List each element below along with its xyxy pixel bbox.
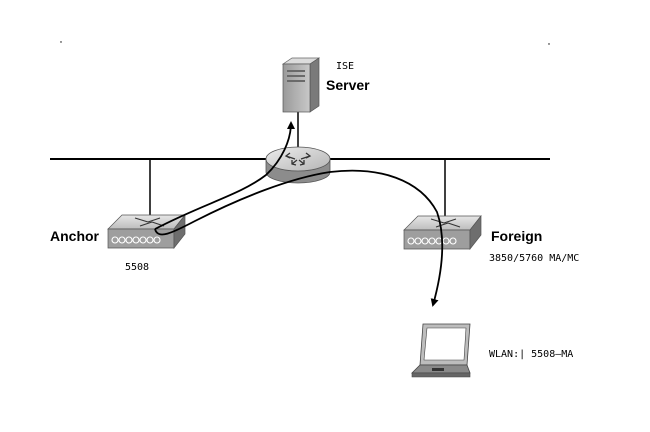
anchor-switch-icon bbox=[107, 213, 186, 250]
foreign-switch-icon bbox=[403, 214, 482, 251]
edge-mark bbox=[548, 43, 550, 45]
server-icon bbox=[281, 57, 321, 113]
foreign-label: Foreign bbox=[491, 228, 543, 244]
foreign-model-label: 3850/5760 MA/MC bbox=[489, 253, 580, 264]
edge-mark bbox=[60, 41, 62, 43]
ise-label: ISE bbox=[336, 61, 355, 72]
tunnel-path-upper bbox=[154, 121, 295, 230]
wlan-label: WLAN:| 5508–MA bbox=[489, 349, 574, 360]
laptop-icon bbox=[411, 323, 471, 378]
anchor-label: Anchor bbox=[50, 228, 99, 244]
router-icon bbox=[265, 146, 331, 184]
anchor-model-label: 5508 bbox=[125, 262, 150, 273]
server-label: Server bbox=[326, 77, 370, 93]
tunnel-path-lower bbox=[154, 169, 444, 307]
